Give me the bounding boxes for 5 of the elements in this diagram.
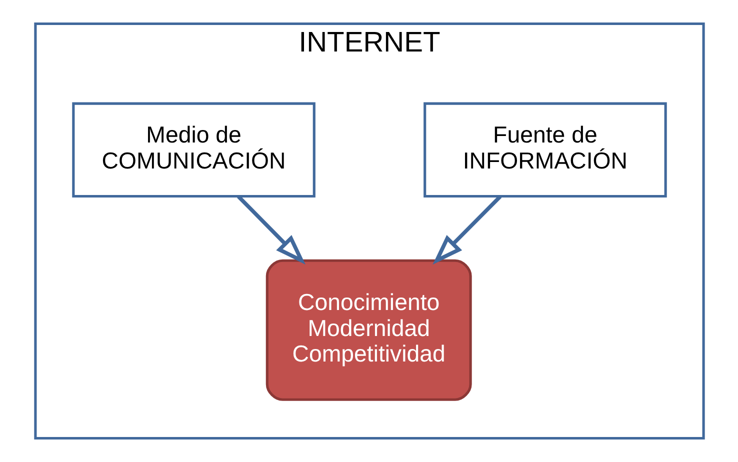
node-box: Medio de COMUNICACIÓN <box>72 102 315 198</box>
arrow <box>236 195 306 265</box>
node-box: Conocimiento Modernidad Competitividad <box>265 259 472 401</box>
arrow <box>432 195 502 265</box>
node-box: Fuente de INFORMACIÓN <box>423 102 666 198</box>
